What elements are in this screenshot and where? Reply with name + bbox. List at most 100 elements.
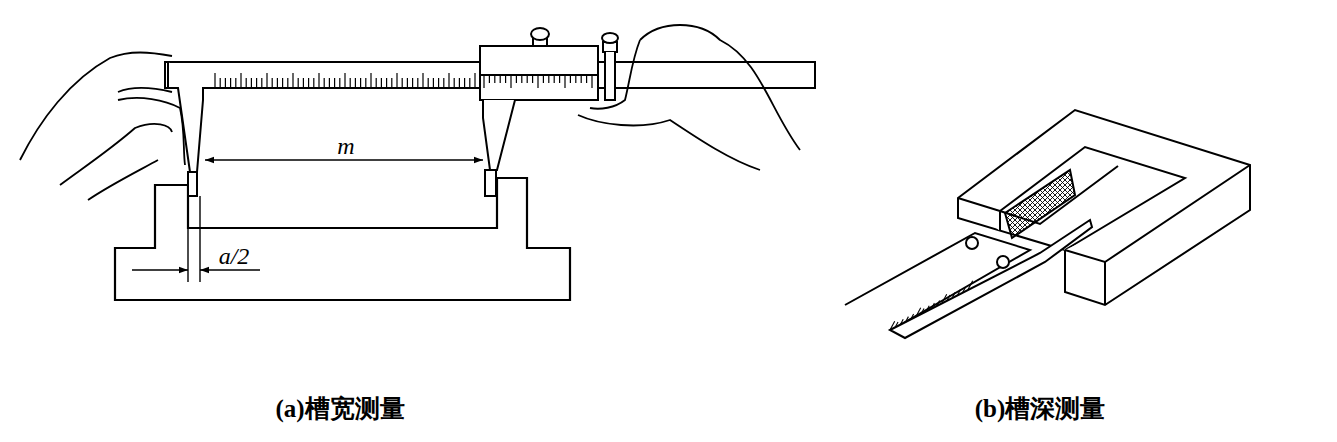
scale-tick [225, 78, 226, 88]
figure-caption: (a)槽宽测量 [275, 396, 404, 421]
scale-tick [947, 295, 950, 300]
scale-tick [355, 78, 356, 88]
scale-tick [559, 75, 560, 83]
scale-tick [318, 73, 319, 88]
scale-tick [500, 75, 501, 83]
scale-tick [564, 75, 565, 88]
scale-tick [261, 78, 262, 88]
scale-tick [911, 314, 914, 319]
scale-tick [505, 75, 506, 83]
scale-tick [386, 78, 387, 88]
scale-tick [396, 73, 397, 88]
scale-tick [532, 75, 533, 83]
scale-tick [334, 78, 335, 88]
scale-tick [591, 75, 592, 88]
scale-tick [251, 78, 252, 88]
scale-tick [968, 281, 973, 290]
scale-tick [483, 75, 484, 88]
scale-tick [412, 78, 413, 88]
scale-tick [494, 75, 495, 83]
scale-tick [235, 78, 236, 88]
scale-tick [548, 75, 549, 83]
scale-tick [282, 78, 283, 88]
scale-tick [303, 78, 304, 88]
scale-tick [376, 78, 377, 88]
hands [20, 25, 800, 200]
scale-tick [365, 78, 366, 88]
scale-tick [391, 78, 392, 88]
scale-tick [417, 78, 418, 88]
scale-tick [324, 78, 325, 88]
vernier-ticks [484, 75, 592, 88]
scale-tick [469, 78, 470, 88]
scale-tick [370, 73, 371, 88]
scale-tick [339, 78, 340, 88]
scale-tick [510, 75, 511, 88]
scale-tick [443, 78, 444, 88]
scale-tick [422, 73, 423, 88]
scale-tick [890, 321, 895, 330]
scale-tick [277, 78, 278, 88]
scale-tick [932, 303, 935, 308]
scale-tick [464, 78, 465, 88]
dimension-lines [132, 160, 483, 282]
scale-tick [570, 75, 571, 83]
scale-tick [459, 78, 460, 88]
scale-tick [292, 73, 293, 88]
scale-tick [360, 78, 361, 88]
scale-tick [537, 75, 538, 88]
scale-tick [474, 73, 475, 88]
scale-tick [937, 300, 940, 305]
dimension-label: m [335, 134, 356, 158]
slotted-workpiece [115, 178, 570, 300]
scale-tick [527, 75, 528, 83]
scale-tick [489, 75, 490, 83]
scale-tick [428, 78, 429, 88]
scale-tick [214, 73, 215, 88]
scale-tick [344, 73, 345, 88]
scale-tick [272, 78, 273, 88]
scale-tick [266, 73, 267, 88]
scale-tick [256, 78, 257, 88]
scale-tick [521, 75, 522, 83]
figure-caption: (b)槽深测量 [975, 396, 1106, 421]
scale-tick [220, 78, 221, 88]
scale-tick [942, 294, 947, 303]
depth-scale-ticks [890, 281, 973, 330]
scale-tick [407, 78, 408, 88]
scale-tick [313, 78, 314, 88]
scale-tick [575, 75, 576, 83]
dimension-label: a/2 [217, 244, 252, 268]
scale-tick [350, 78, 351, 88]
scale-tick [329, 78, 330, 88]
scale-tick [958, 290, 961, 295]
scale-tick [298, 78, 299, 88]
depth-caliper [845, 220, 1092, 338]
scale-tick [308, 78, 309, 88]
scale-tick [230, 78, 231, 88]
scale-tick [240, 73, 241, 88]
scale-tick [926, 306, 929, 311]
scale-tick [448, 73, 449, 88]
scale-tick [921, 309, 924, 314]
scale-tick [952, 292, 955, 297]
vernier-caliper [165, 28, 815, 196]
scale-tick [554, 75, 555, 83]
scale-tick [581, 75, 582, 83]
scale-tick [900, 319, 903, 324]
scale-tick [916, 308, 921, 317]
scale-tick [895, 322, 898, 327]
scale-tick [454, 78, 455, 88]
scale-tick [246, 78, 247, 88]
scale-tick [402, 78, 403, 88]
scale-ticks [215, 73, 475, 88]
scale-tick [586, 75, 587, 83]
scale-tick [516, 75, 517, 83]
scale-tick [543, 75, 544, 83]
scale-tick [438, 78, 439, 88]
scale-tick [433, 78, 434, 88]
scale-tick [963, 287, 966, 292]
scale-tick [287, 78, 288, 88]
scale-tick [906, 317, 909, 322]
